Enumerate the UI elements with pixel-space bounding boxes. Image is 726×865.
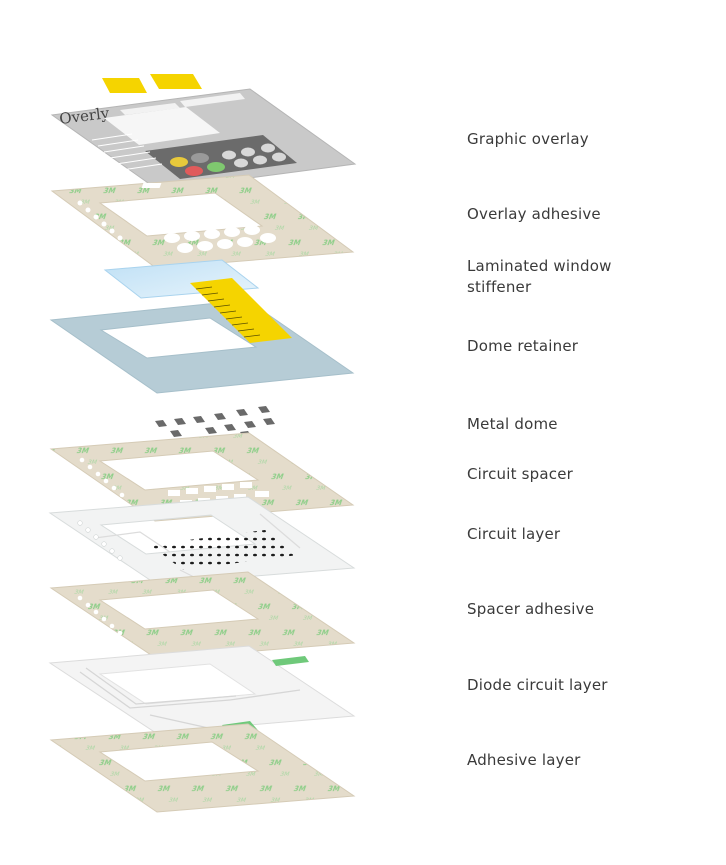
overlay-adhesive-sheet	[50, 174, 355, 269]
overlay-keypad	[145, 135, 297, 179]
label-laminated-window-stiffener: Laminated window stiffener	[467, 256, 612, 298]
label-metal-dome: Metal dome	[467, 415, 558, 433]
label-graphic-overlay: Graphic overlay	[467, 130, 589, 148]
spacer-adhesive-sheet	[49, 571, 356, 660]
dome-retainer-sheet	[49, 299, 355, 394]
label-laminated-window-stiffener-line1: Laminated window	[467, 257, 612, 275]
overlay-display-window	[104, 107, 220, 145]
overlay-adhesive-layer	[50, 174, 355, 269]
graphic-overlay-layer: Overly	[50, 74, 357, 191]
label-laminated-window-stiffener-line2: stiffener	[467, 278, 532, 296]
label-spacer-adhesive: Spacer adhesive	[467, 600, 595, 618]
circuit-layer	[48, 496, 356, 601]
adhesive-layer-sheet	[49, 723, 356, 813]
diode-circuit-layer	[48, 645, 356, 739]
circuit-contact-pads	[150, 530, 298, 570]
spacer-adhesive-side-holes	[77, 595, 123, 636]
circuit-layer-side-holes	[77, 520, 123, 561]
diode-inner-panel	[98, 663, 257, 705]
label-dome-retainer: Dome retainer	[467, 337, 579, 355]
circuit-spacer-sheet	[49, 432, 355, 522]
label-circuit-layer: Circuit layer	[467, 525, 561, 543]
label-diode-circuit-layer: Diode circuit layer	[467, 676, 608, 694]
adhesive-layer	[49, 723, 356, 813]
label-overlay-adhesive: Overlay adhesive	[467, 205, 601, 223]
overlay-yellow-tab-right	[150, 74, 202, 89]
overlay-top-window-left	[120, 103, 180, 115]
overlay-top-window-right	[180, 93, 245, 107]
label-circuit-spacer: Circuit spacer	[467, 465, 574, 483]
spacer-adhesive-layer	[49, 571, 356, 660]
label-adhesive-layer: Adhesive layer	[467, 751, 581, 769]
overlay-keys	[170, 143, 286, 176]
dome-retainer-layer	[49, 278, 355, 394]
legend-strip-lines	[195, 286, 261, 338]
diode-green-tail-top	[272, 656, 309, 666]
overlay-yellow-tab-left	[102, 78, 147, 93]
overlay-adhesive-holes	[77, 183, 276, 253]
dome-retainer-yellow-legend	[190, 278, 292, 343]
overlay-left-indicator-strip	[91, 133, 163, 171]
